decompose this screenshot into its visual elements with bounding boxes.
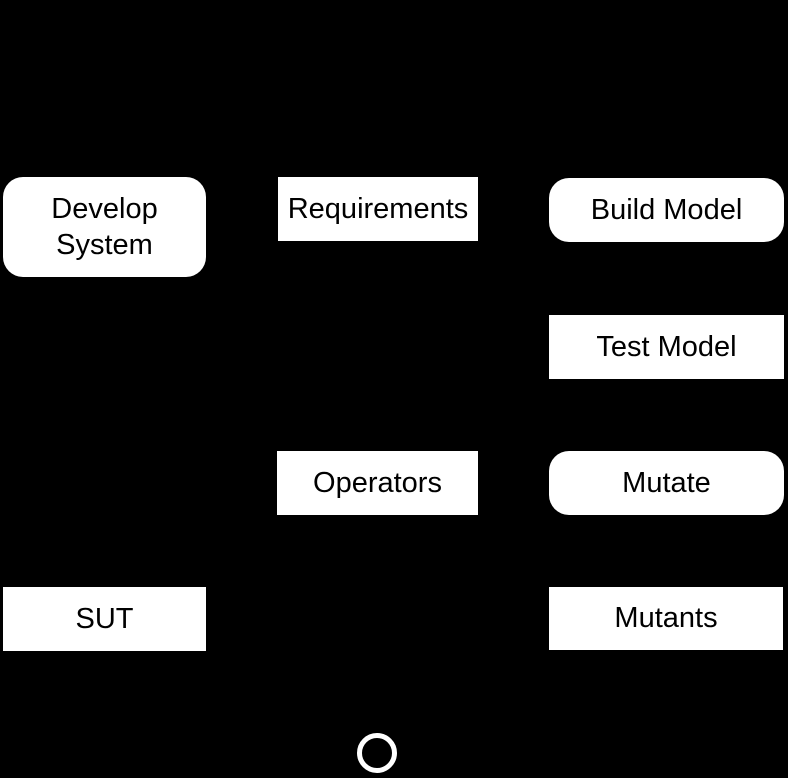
node-build-model: Build Model: [549, 178, 784, 242]
node-develop-system: Develop System: [3, 177, 206, 277]
node-requirements: Requirements: [278, 177, 478, 241]
node-test-model: Test Model: [549, 315, 784, 379]
circle-node-icon: [357, 733, 397, 773]
node-mutants: Mutants: [549, 587, 783, 650]
node-mutate: Mutate: [549, 451, 784, 515]
node-sut: SUT: [3, 587, 206, 651]
node-operators: Operators: [277, 451, 478, 515]
